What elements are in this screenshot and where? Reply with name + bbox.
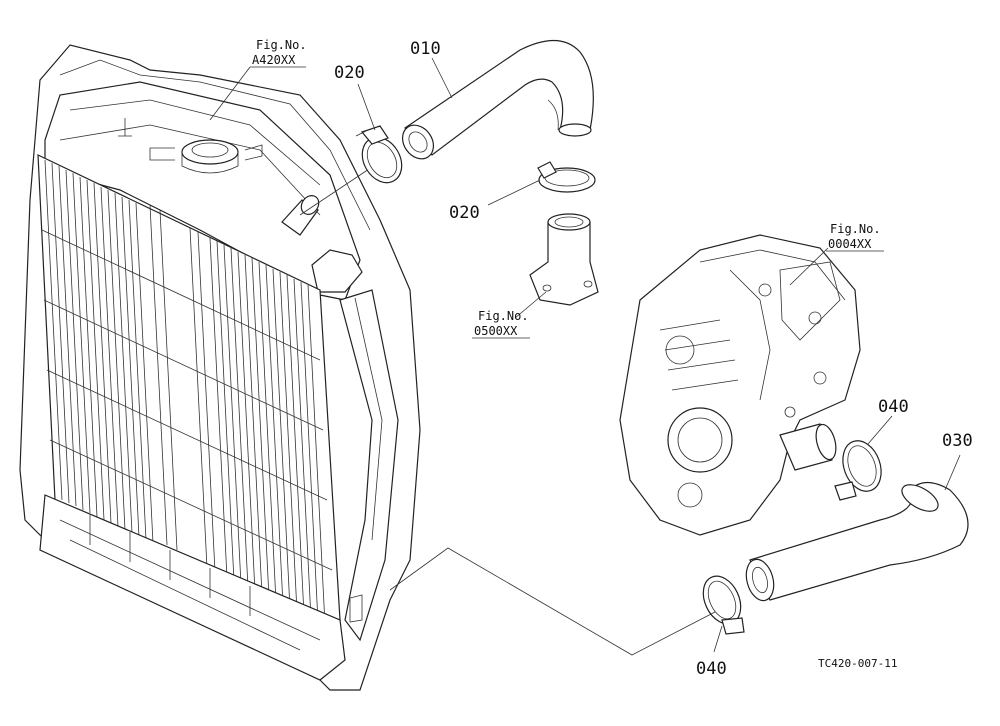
hose-030 [745,481,969,602]
radiator [19,44,421,691]
hose-clamp-020-upper [355,125,403,184]
leader-line [514,291,547,319]
fig-ref-number: A420XX [252,53,296,67]
leader-line [789,247,829,286]
part-label-030: 030 [942,431,973,451]
fig-ref-number: 0500XX [474,324,518,338]
part-label-010: 010 [410,39,441,59]
fig-ref-number: 0004XX [828,237,872,251]
radiator-core [41,159,333,626]
thermostat-housing [529,213,599,306]
part-label-020-upper: 020 [334,63,365,83]
radiator-cap [149,139,263,174]
leader-line [867,415,893,445]
part-label-040-lower: 040 [696,659,727,679]
fig-ref-caption: Fig.No. [478,309,529,323]
fig-ref-caption: Fig.No. [830,222,881,236]
leader-line [713,625,723,653]
hose-clamp-040-upper [834,440,882,501]
part-label-020-lower: 020 [449,203,480,223]
drawing-code: TC420-007-11 [818,657,897,670]
leader-line [487,179,541,206]
leader-line [389,547,716,656]
leader-line [944,454,961,491]
leader-line [431,57,453,99]
part-label-040-upper: 040 [878,397,909,417]
hose-clamp-040-lower [702,575,745,635]
hose-clamp-020-lower [537,161,596,193]
leader-line [357,83,376,131]
hose-010 [401,39,594,160]
fig-ref-caption: Fig.No. [256,38,307,52]
engine-gear-case [619,234,861,536]
leader-line [209,66,251,121]
